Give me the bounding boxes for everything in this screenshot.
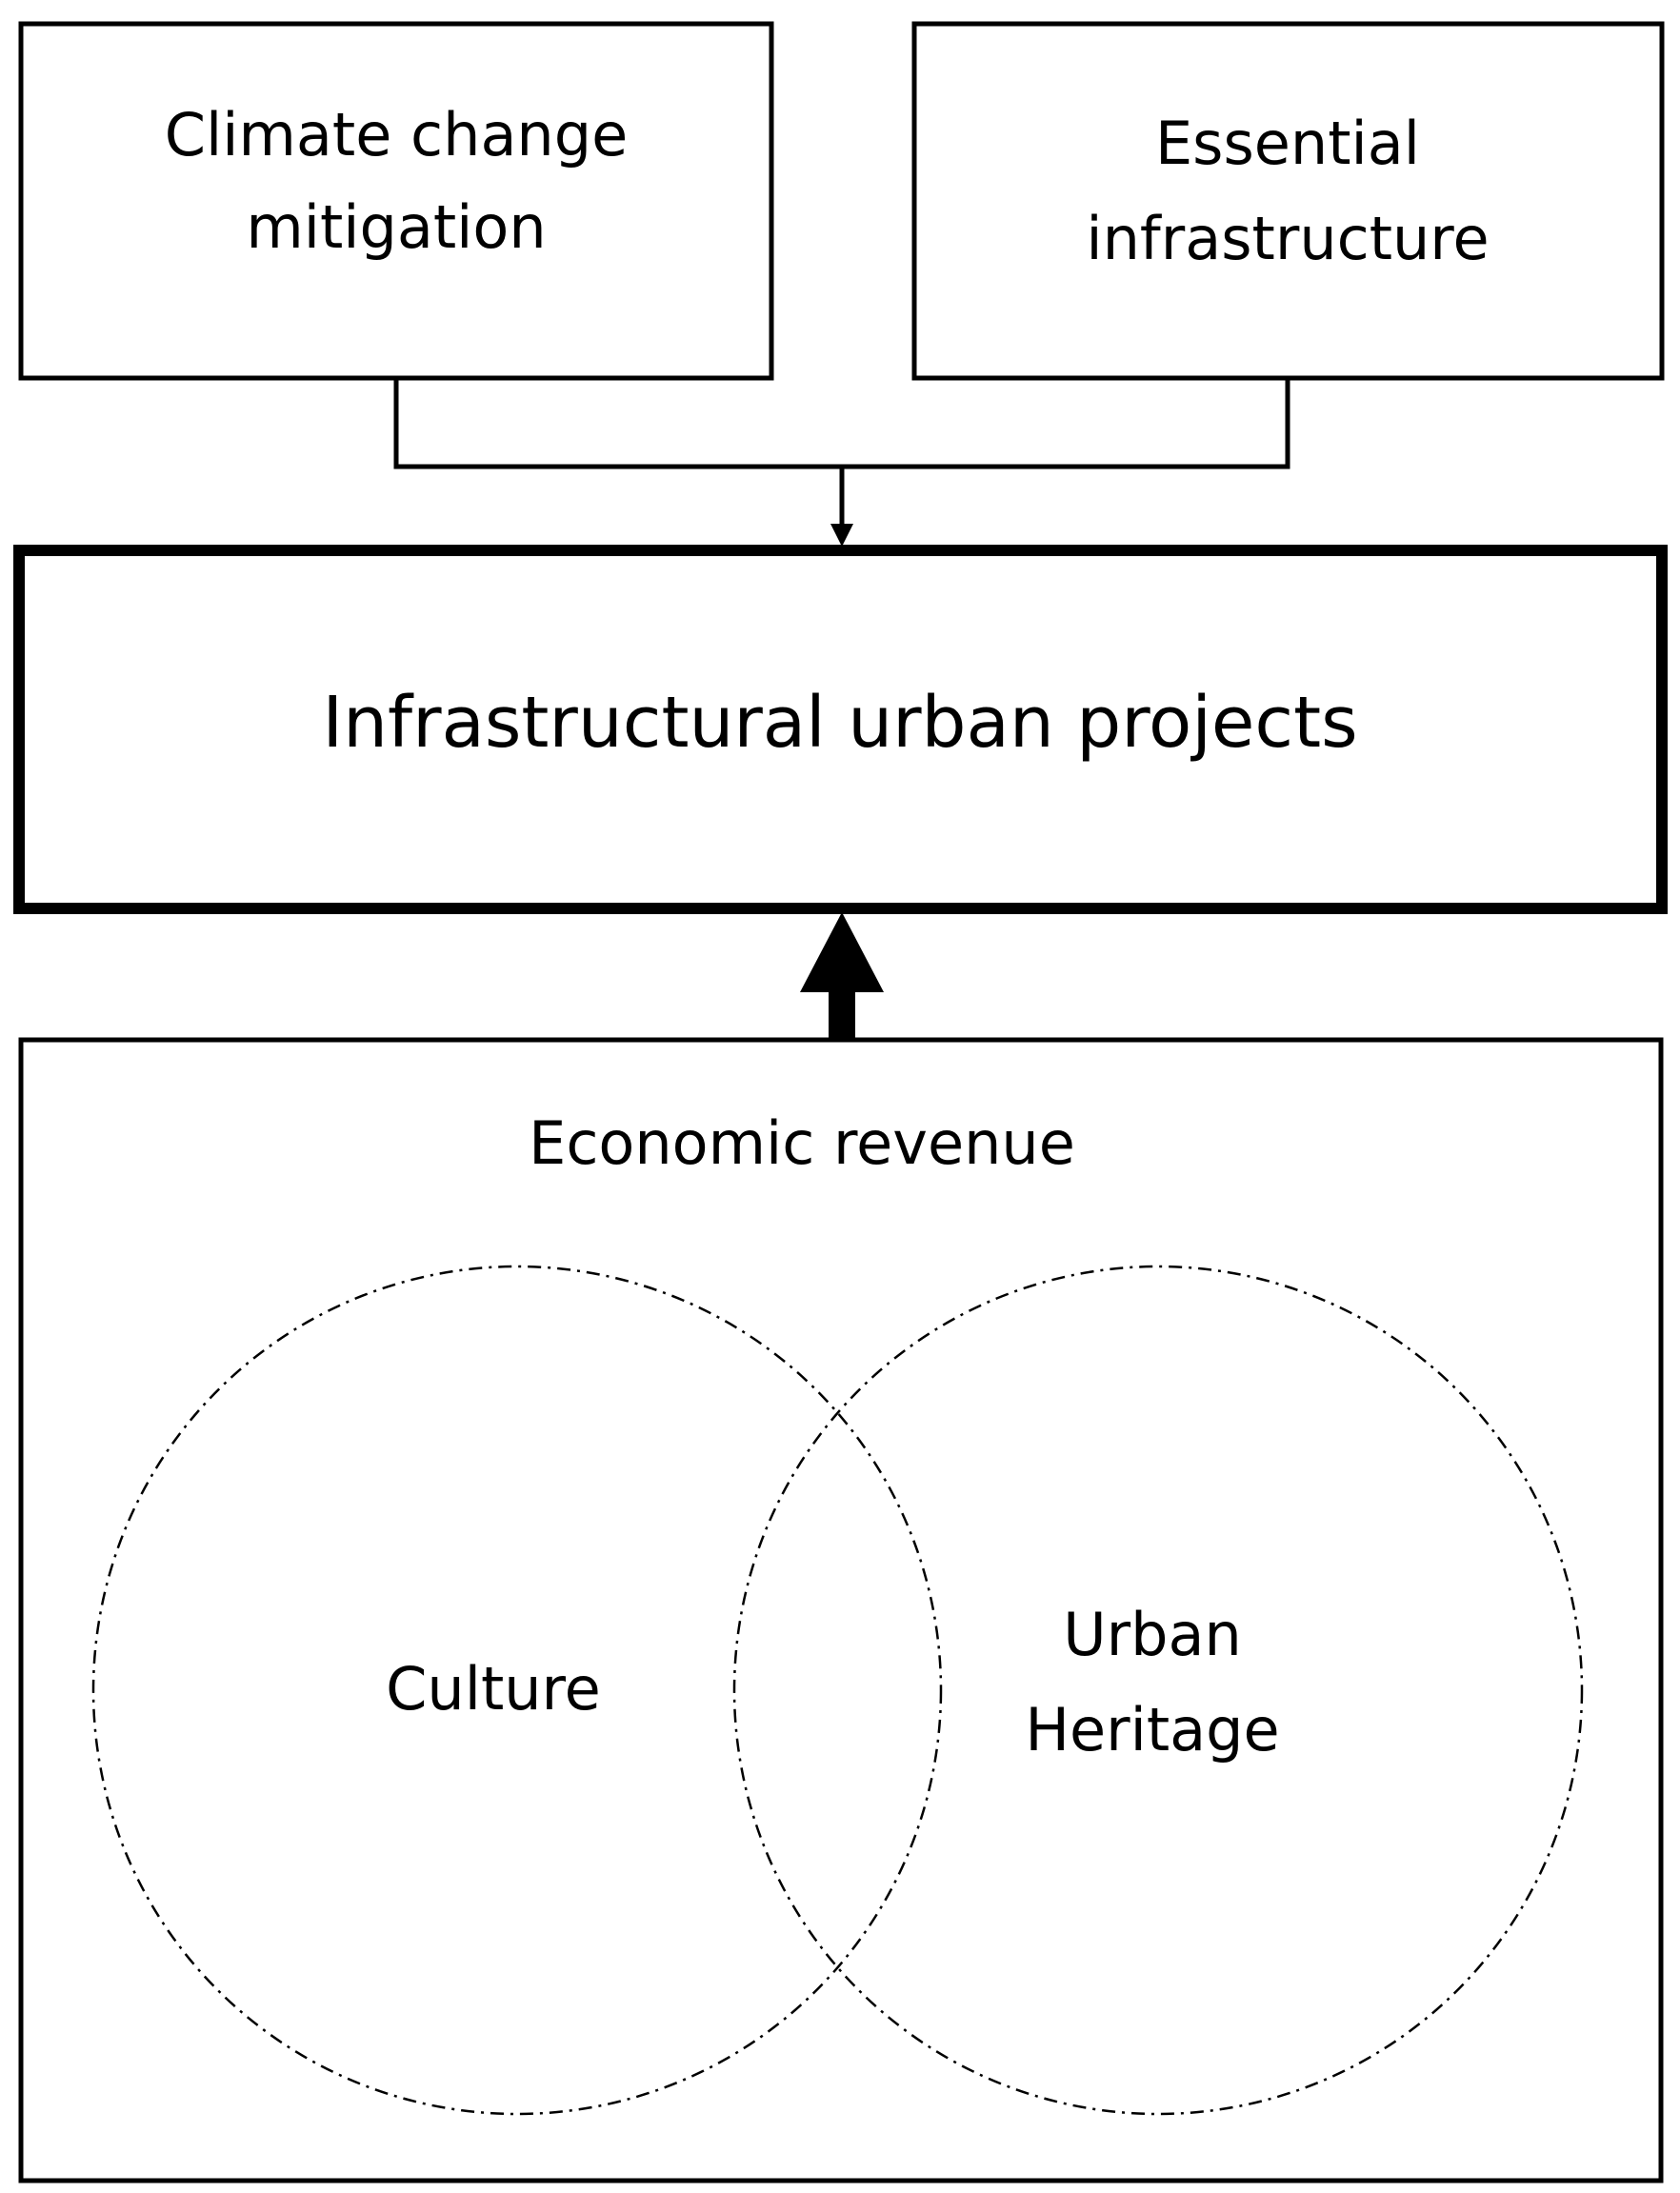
urban-heritage-line-1: Urban [1063,1600,1242,1669]
essential-infrastructure-node: Essential infrastructure [911,21,1665,381]
economic-to-projects-arrow [800,912,884,1040]
top-connector [393,378,1290,547]
climate-change-mitigation-node: Climate change mitigation [18,21,774,381]
culture-label: Culture [386,1654,601,1724]
climate-node-line-2: mitigation [246,192,546,262]
urban-heritage-line-2: Heritage [1025,1695,1279,1764]
projects-node-label: Infrastructural urban projects [322,682,1357,764]
culture-circle [91,1265,943,2116]
climate-node-line-1: Climate change [165,100,628,169]
economic-revenue-label: Economic revenue [529,1108,1075,1178]
urban-heritage-circle [732,1265,1584,2116]
essential-node-line-1: Essential [1155,109,1420,178]
infrastructural-urban-projects-node: Infrastructural urban projects [13,545,1668,914]
economic-revenue-node: Economic revenue Culture Urban Heritage [18,1037,1664,2183]
top-connector-bracket [393,378,1290,469]
top-connector-arrowhead [830,524,853,547]
thick-arrow-head [800,912,884,992]
essential-node-line-2: infrastructure [1086,204,1489,273]
